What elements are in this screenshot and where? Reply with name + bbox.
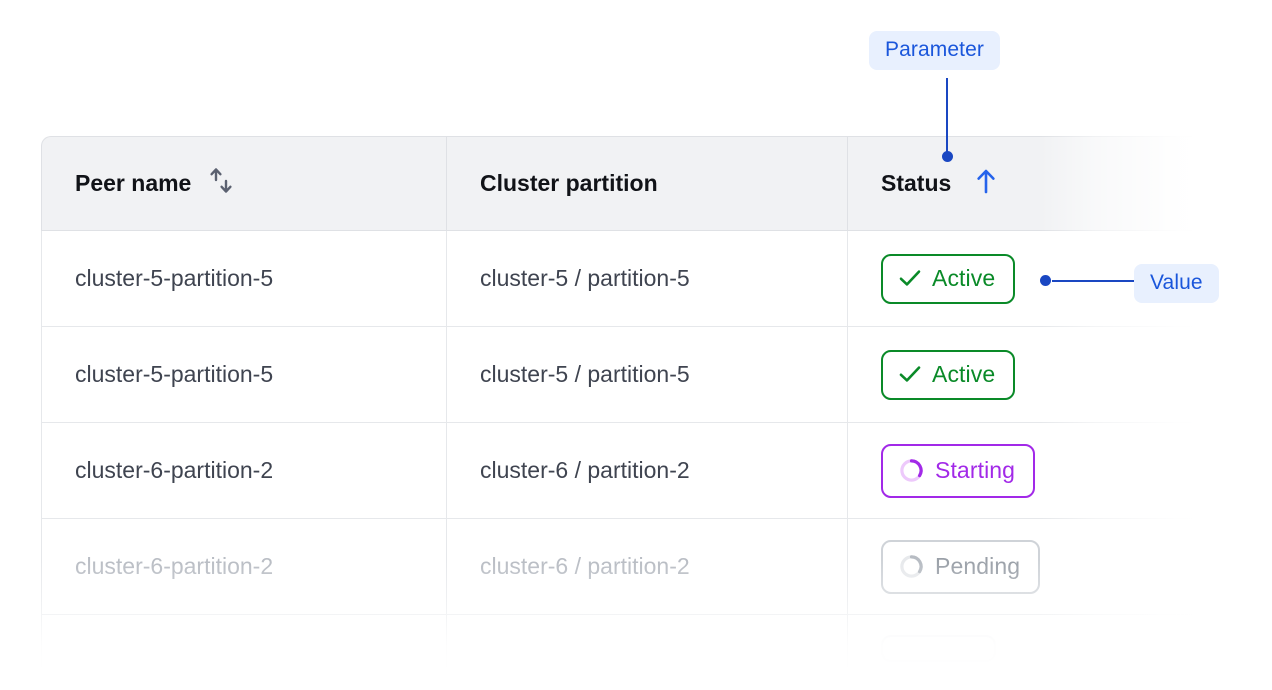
cell-peer-name: cluster-5-partition-5 <box>41 231 446 327</box>
status-label: Pending <box>935 552 1021 579</box>
cell-peer-name <box>41 615 446 675</box>
arrow-up-icon[interactable] <box>973 167 999 201</box>
parameter-callout-badge: Parameter <box>869 31 1000 70</box>
cell-cluster-partition <box>446 615 847 675</box>
column-header-label: Status <box>881 170 952 196</box>
table-row[interactable]: cluster-6-partition-2 cluster-6 / partit… <box>41 423 1192 519</box>
spinner-icon <box>898 553 925 580</box>
column-header-label: Peer name <box>75 170 192 196</box>
cell-status: Active <box>847 327 1192 423</box>
cell-status: Pending <box>847 519 1192 615</box>
table-row[interactable]: cluster-5-partition-5 cluster-5 / partit… <box>41 231 1192 327</box>
cell-peer-name: cluster-6-partition-2 <box>41 519 446 615</box>
parameter-connector-line <box>946 78 948 156</box>
table-row[interactable]: cluster-6-partition-2 cluster-6 / partit… <box>41 519 1192 615</box>
table-header-row: Peer name Cluster partition Status <box>41 136 1192 231</box>
status-badge: Active <box>881 253 1016 304</box>
value-connector-dot <box>1040 275 1051 286</box>
status-badge: Pending <box>881 539 1041 594</box>
cell-peer-name: cluster-5-partition-5 <box>41 327 446 423</box>
table-row[interactable] <box>41 615 1192 675</box>
cell-peer-name: cluster-6-partition-2 <box>41 423 446 519</box>
check-icon <box>898 268 922 288</box>
sort-updown-icon[interactable] <box>207 166 235 202</box>
status-label: Starting <box>935 456 1016 483</box>
cell-cluster-partition: cluster-6 / partition-2 <box>446 423 847 519</box>
value-callout-badge: Value <box>1134 264 1219 303</box>
status-badge <box>881 635 996 662</box>
table-row[interactable]: cluster-5-partition-5 cluster-5 / partit… <box>41 327 1192 423</box>
cell-cluster-partition: cluster-6 / partition-2 <box>446 519 847 615</box>
status-label: Active <box>932 264 996 291</box>
status-badge: Starting <box>881 443 1036 498</box>
peers-table: Peer name Cluster partition Status <box>41 136 1192 675</box>
value-connector-line <box>1052 280 1134 282</box>
column-header-cluster-partition[interactable]: Cluster partition <box>446 136 847 231</box>
status-label: Active <box>932 360 996 387</box>
cell-cluster-partition: cluster-5 / partition-5 <box>446 327 847 423</box>
column-header-label: Cluster partition <box>480 170 658 196</box>
spinner-icon <box>898 457 925 484</box>
cell-status: Starting <box>847 423 1192 519</box>
table-body: cluster-5-partition-5 cluster-5 / partit… <box>41 231 1192 675</box>
parameter-connector-dot <box>942 151 953 162</box>
column-header-peer-name[interactable]: Peer name <box>41 136 446 231</box>
status-badge: Active <box>881 349 1016 400</box>
cell-cluster-partition: cluster-5 / partition-5 <box>446 231 847 327</box>
column-header-status[interactable]: Status <box>847 136 1192 231</box>
check-icon <box>898 364 922 384</box>
cell-status <box>847 615 1192 675</box>
table-header: Peer name Cluster partition Status <box>41 136 1192 231</box>
